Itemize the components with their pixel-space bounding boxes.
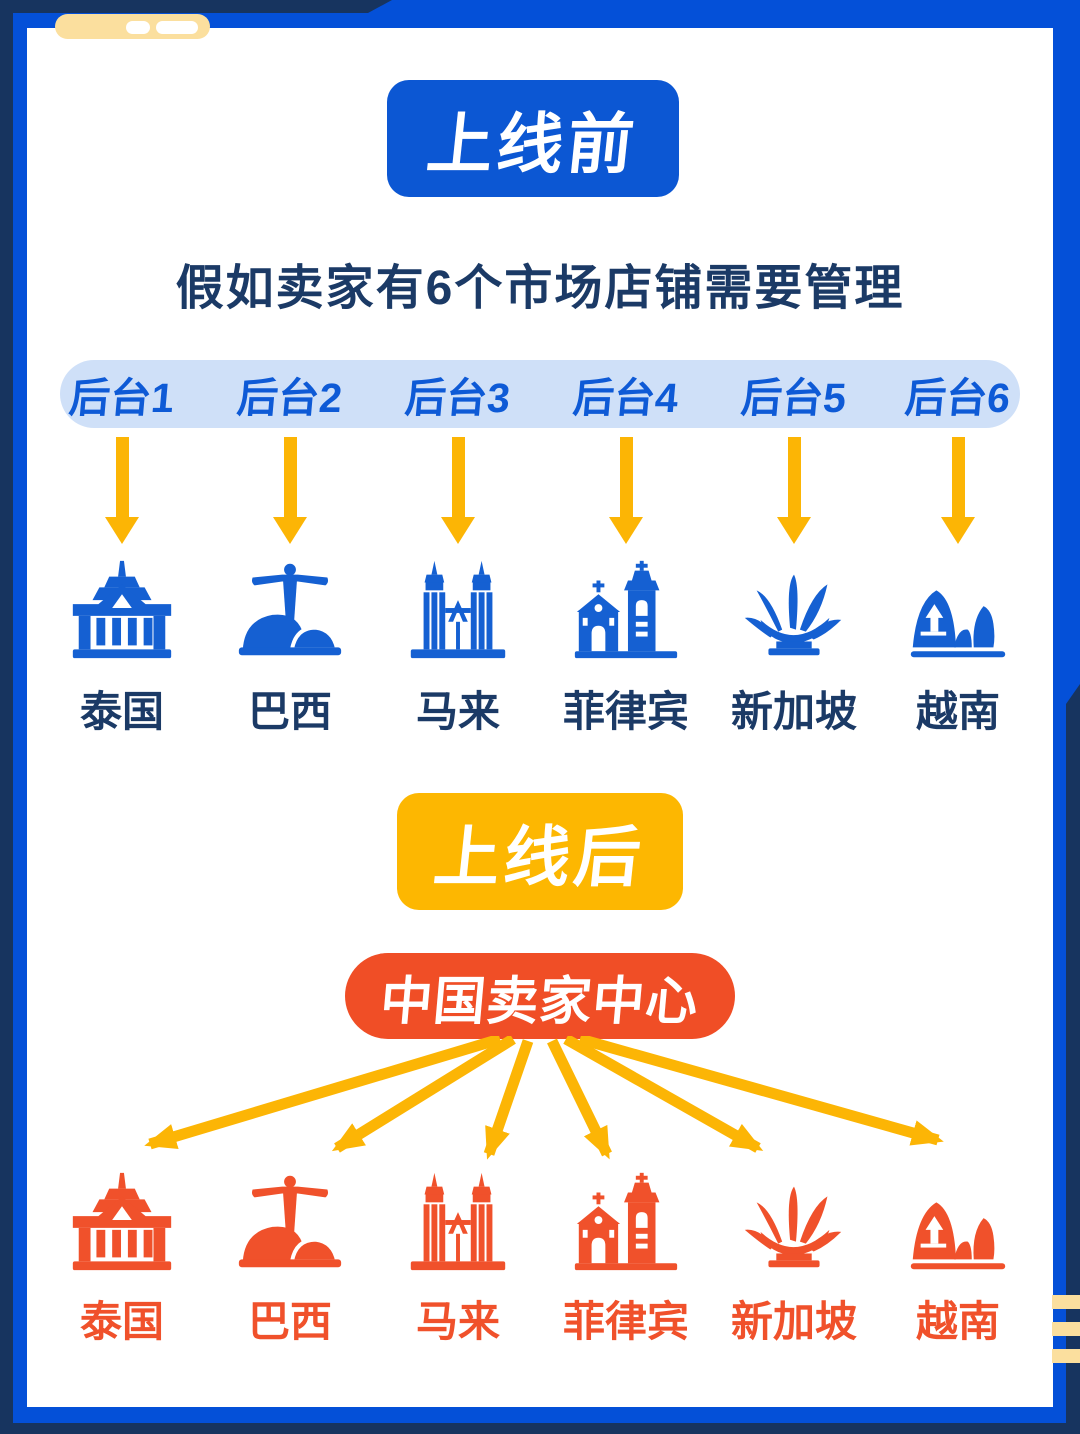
- market-item-vietnam: [878, 556, 1038, 660]
- after-launch-badge-label: 上线后: [430, 819, 649, 894]
- market-item-thailand: [42, 556, 202, 660]
- frame-top-stripe: [0, 0, 392, 13]
- down-arrow-icon: [878, 437, 1038, 517]
- market-item-singapore: [714, 1168, 874, 1272]
- china-seller-center-label: 中国卖家中心: [377, 972, 702, 1031]
- down-arrow-icon: [546, 437, 706, 517]
- market-item-brazil: [210, 1168, 370, 1272]
- vietnam-halong-bay-icon: [878, 1168, 1038, 1272]
- before-launch-badge: 上线前: [387, 80, 679, 197]
- singapore-artscience-museum-icon: [714, 1168, 874, 1272]
- market-label-philippines: 菲律宾: [562, 1298, 689, 1345]
- frame-bottom-stripe: [0, 1423, 1080, 1434]
- down-arrow-icon: [714, 437, 874, 517]
- fan-arrows-icon: [144, 1036, 944, 1160]
- market-label-thailand: 泰国: [79, 688, 164, 735]
- frame-left-stripe: [0, 0, 13, 1434]
- vietnam-halong-bay-icon: [878, 556, 1038, 660]
- backend-label-5: 后台5: [739, 375, 849, 421]
- market-item-vietnam: [878, 1168, 1038, 1272]
- brazil-christ-redeemer-icon: [210, 1168, 370, 1272]
- market-item-malaysia: [378, 1168, 538, 1272]
- after-launch-badge: 上线后: [397, 793, 683, 910]
- side-stripe-decoration: [1052, 1295, 1080, 1309]
- china-seller-center-pill: 中国卖家中心: [345, 953, 735, 1039]
- market-label-singapore: 新加坡: [730, 688, 857, 735]
- content-panel: [27, 28, 1053, 1407]
- singapore-artscience-museum-icon: [714, 556, 874, 660]
- market-label-vietnam: 越南: [915, 1298, 1000, 1345]
- backend-pill: [60, 360, 1020, 428]
- market-item-brazil: [210, 556, 370, 660]
- market-item-philippines: [546, 1168, 706, 1272]
- before-launch-badge-label: 上线前: [423, 106, 642, 181]
- backend-label-2: 后台2: [235, 375, 345, 421]
- market-label-brazil: 巴西: [247, 1298, 332, 1345]
- market-item-thailand: [42, 1168, 202, 1272]
- down-arrow-icon: [378, 437, 538, 517]
- down-arrow-icon: [210, 437, 370, 517]
- backend-label-1: 后台1: [67, 375, 177, 421]
- market-item-singapore: [714, 556, 874, 660]
- market-label-philippines: 菲律宾: [562, 688, 689, 735]
- before-subtitle: 假如卖家有6个市场店铺需要管理: [175, 262, 905, 315]
- side-stripe-decoration: [1052, 1349, 1080, 1363]
- browser-bar-decoration: [55, 14, 210, 39]
- philippines-church-icon: [546, 556, 706, 660]
- market-label-thailand: 泰国: [79, 1298, 164, 1345]
- frame-right-stripe: [1066, 684, 1080, 1434]
- thailand-grand-palace-icon: [42, 1168, 202, 1272]
- malaysia-petronas-towers-icon: [378, 1168, 538, 1272]
- backend-label-3: 后台3: [403, 375, 513, 421]
- down-arrow-icon: [42, 437, 202, 517]
- market-label-malaysia: 马来: [415, 688, 500, 735]
- market-label-vietnam: 越南: [915, 688, 1000, 735]
- market-item-malaysia: [378, 556, 538, 660]
- market-label-singapore: 新加坡: [730, 1298, 857, 1345]
- side-stripe-decoration: [1052, 1322, 1080, 1336]
- browser-bar-dot-icon: [126, 21, 150, 34]
- backend-label-6: 后台6: [903, 375, 1013, 421]
- thailand-grand-palace-icon: [42, 556, 202, 660]
- market-label-brazil: 巴西: [247, 688, 332, 735]
- browser-bar-dot-icon: [156, 21, 198, 34]
- malaysia-petronas-towers-icon: [378, 556, 538, 660]
- market-item-philippines: [546, 556, 706, 660]
- philippines-church-icon: [546, 1168, 706, 1272]
- market-label-malaysia: 马来: [415, 1298, 500, 1345]
- brazil-christ-redeemer-icon: [210, 556, 370, 660]
- backend-label-4: 后台4: [571, 375, 681, 421]
